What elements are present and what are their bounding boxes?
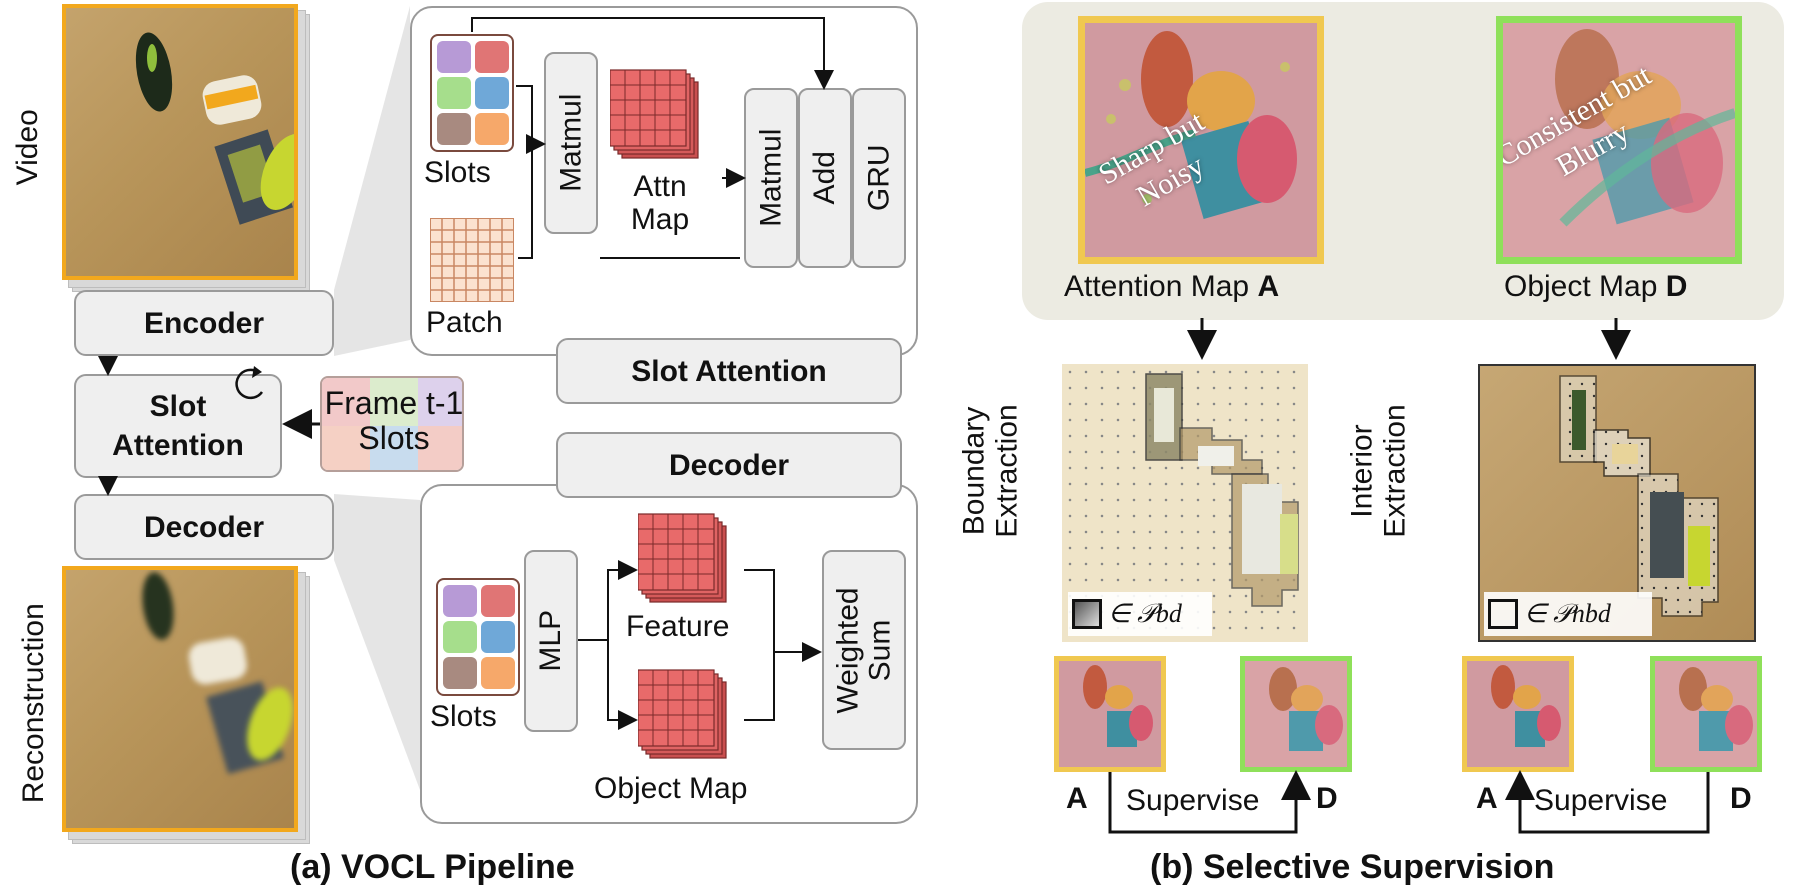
down-arrows (1187, 318, 1631, 360)
decoder-title: Decoder (556, 432, 902, 498)
thumb-segments (1655, 661, 1757, 767)
supervise-label-left: Supervise (1126, 784, 1260, 817)
attention-map-segments (1085, 23, 1317, 257)
slot-tile (437, 113, 471, 145)
thumb-segments (1245, 661, 1347, 767)
interior-extraction-label: Interior Extraction (1345, 404, 1412, 538)
slot-tile (481, 621, 515, 653)
slot-tile (443, 657, 477, 689)
thumb-segments (1059, 661, 1161, 767)
frame-slot-tile (370, 378, 418, 426)
encoder-box: Encoder (74, 290, 334, 356)
frame-slot-tile (322, 426, 370, 470)
gru-box: GRU (852, 88, 906, 268)
d-label-left: D (1316, 782, 1338, 815)
slot-tile (475, 41, 509, 73)
pnbd-legend: ∈ 𝒫nbd (1484, 592, 1652, 636)
weighted-sum-box: Weighted Sum (822, 550, 906, 750)
left-connectors (98, 6, 420, 790)
slot-attention-box: Slot Attention (74, 374, 282, 478)
object-map-caption: Object Map D (1504, 270, 1688, 303)
slot-attention-connectors (471, 17, 834, 259)
thumb-attention-right (1462, 656, 1574, 772)
attention-map-image: Sharp but Noisy (1078, 16, 1324, 264)
slot-tile (437, 41, 471, 73)
slot-tile (475, 77, 509, 109)
object-map-label-decoder: Object Map (594, 772, 748, 805)
slots-grid-bottom (436, 578, 520, 696)
slot-attention-title: Slot Attention (556, 338, 902, 404)
interior-patches (1559, 375, 1719, 617)
decoder-connectors (578, 560, 822, 730)
frame-slot-tile (322, 378, 370, 426)
a-label-right: A (1476, 782, 1498, 815)
patch-grid (430, 218, 514, 302)
slot-tile (475, 113, 509, 145)
pbd-legend: ∈ 𝒫bd (1068, 592, 1212, 636)
d-label-right: D (1730, 782, 1752, 815)
right-caption: (b) Selective Supervision (1150, 848, 1555, 886)
thumb-attention-left (1054, 656, 1166, 772)
reconstruction-objects (142, 572, 293, 775)
add-box: Add (798, 88, 852, 268)
slots-grid-top (430, 34, 514, 152)
frame-slots-box (320, 376, 464, 472)
decoder-box: Decoder (74, 494, 334, 560)
object-map-cube (638, 669, 727, 759)
slot-tile (443, 621, 477, 653)
boundary-patch-swatch (1072, 599, 1102, 629)
feature-label: Feature (626, 610, 730, 643)
frame-slot-tile (418, 426, 462, 470)
frame-slots-label: Frame t-1 Slots (324, 385, 464, 457)
boundary-extraction-label: Boundary Extraction (957, 404, 1024, 538)
video-frame-objects (135, 32, 294, 225)
thumb-object-left (1240, 656, 1352, 772)
slot-tile (481, 657, 515, 689)
thumb-object-right (1650, 656, 1762, 772)
patch-label: Patch (426, 306, 503, 339)
object-map-image: Consistent but Blurry (1496, 16, 1742, 264)
a-label-left: A (1066, 782, 1088, 815)
mlp-box: MLP (524, 550, 578, 732)
attn-map-label: Attn Map (630, 170, 690, 236)
attn-map-cube (610, 69, 699, 159)
boundary-extraction-image: ∈ 𝒫bd (1062, 364, 1308, 642)
reconstruction-frame (62, 566, 298, 832)
feature-cube (638, 513, 727, 603)
slots-label-bottom: Slots (430, 700, 497, 733)
boundary-patches (1145, 373, 1299, 607)
matmul-box-2: Matmul (744, 88, 798, 268)
slots-label-top: Slots (424, 156, 491, 189)
frame-slot-tile (418, 378, 462, 426)
interior-patch-swatch (1488, 599, 1518, 629)
supervise-label-right: Supervise (1534, 784, 1668, 817)
left-caption: (a) VOCL Pipeline (290, 848, 575, 886)
thumb-segments (1467, 661, 1569, 767)
video-frame (62, 4, 298, 280)
frame-slot-tile (370, 426, 418, 470)
matmul-box-1: Matmul (544, 52, 598, 234)
object-map-segments (1503, 23, 1735, 257)
supervise-arrows (1108, 770, 1710, 834)
slot-tile (437, 77, 471, 109)
interior-extraction-image: ∈ 𝒫nbd (1478, 364, 1756, 642)
slot-tile (443, 585, 477, 617)
slot-tile (481, 585, 515, 617)
attention-map-caption: Attention Map A (1064, 270, 1280, 303)
